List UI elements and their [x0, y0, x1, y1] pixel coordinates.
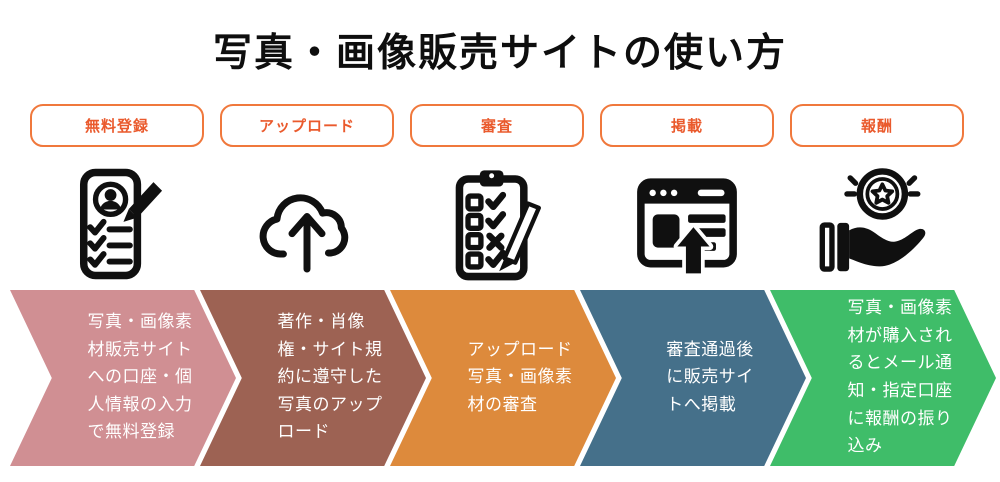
chevron-step-registration: 写真・画像素 材販売サイト への口座・個 人情報の入力 で無料登録	[10, 290, 236, 466]
chevron-step-upload: 著作・肖像 権・サイト規 約に遵守した 写真のアップ ロード	[200, 290, 426, 466]
page-title: 写真・画像販売サイトの使い方	[212, 31, 787, 76]
step-pill-review: 審査	[410, 104, 584, 147]
hand-coin-reward-icon	[815, 162, 939, 286]
registration-form-icon	[55, 162, 179, 286]
website-publish-icon	[625, 162, 749, 286]
step-description: 著作・肖像 権・サイト規 約に遵守した 写真のアップ ロード	[277, 312, 383, 443]
checklist-clipboard-icon	[435, 162, 559, 286]
step-pill-upload: アップロード	[220, 104, 394, 147]
step-description: 審査通過後 に販売サイ トへ掲載	[666, 339, 754, 415]
step-description: 写真・画像素 材販売サイト への口座・個 人情報の入力 で無料登録	[87, 312, 193, 443]
step-pill-registration: 無料登録	[30, 104, 204, 147]
step-pill-label: 無料登録	[84, 117, 149, 135]
step-description: 写真・画像素 材が購入され るとメール通 知・指定口座 に報酬の振り 込み	[847, 298, 953, 457]
step-description: アップロード 写真・画像素 材の審査	[467, 339, 573, 415]
step-pill-label: 審査	[480, 117, 513, 135]
step-pill-label: アップロード	[258, 117, 355, 135]
cloud-upload-icon	[245, 162, 369, 286]
step-pill-label: 掲載	[670, 117, 703, 135]
step-pill-reward: 報酬	[790, 104, 964, 147]
step-pill-publish: 掲載	[600, 104, 774, 147]
step-pill-label: 報酬	[860, 117, 893, 135]
